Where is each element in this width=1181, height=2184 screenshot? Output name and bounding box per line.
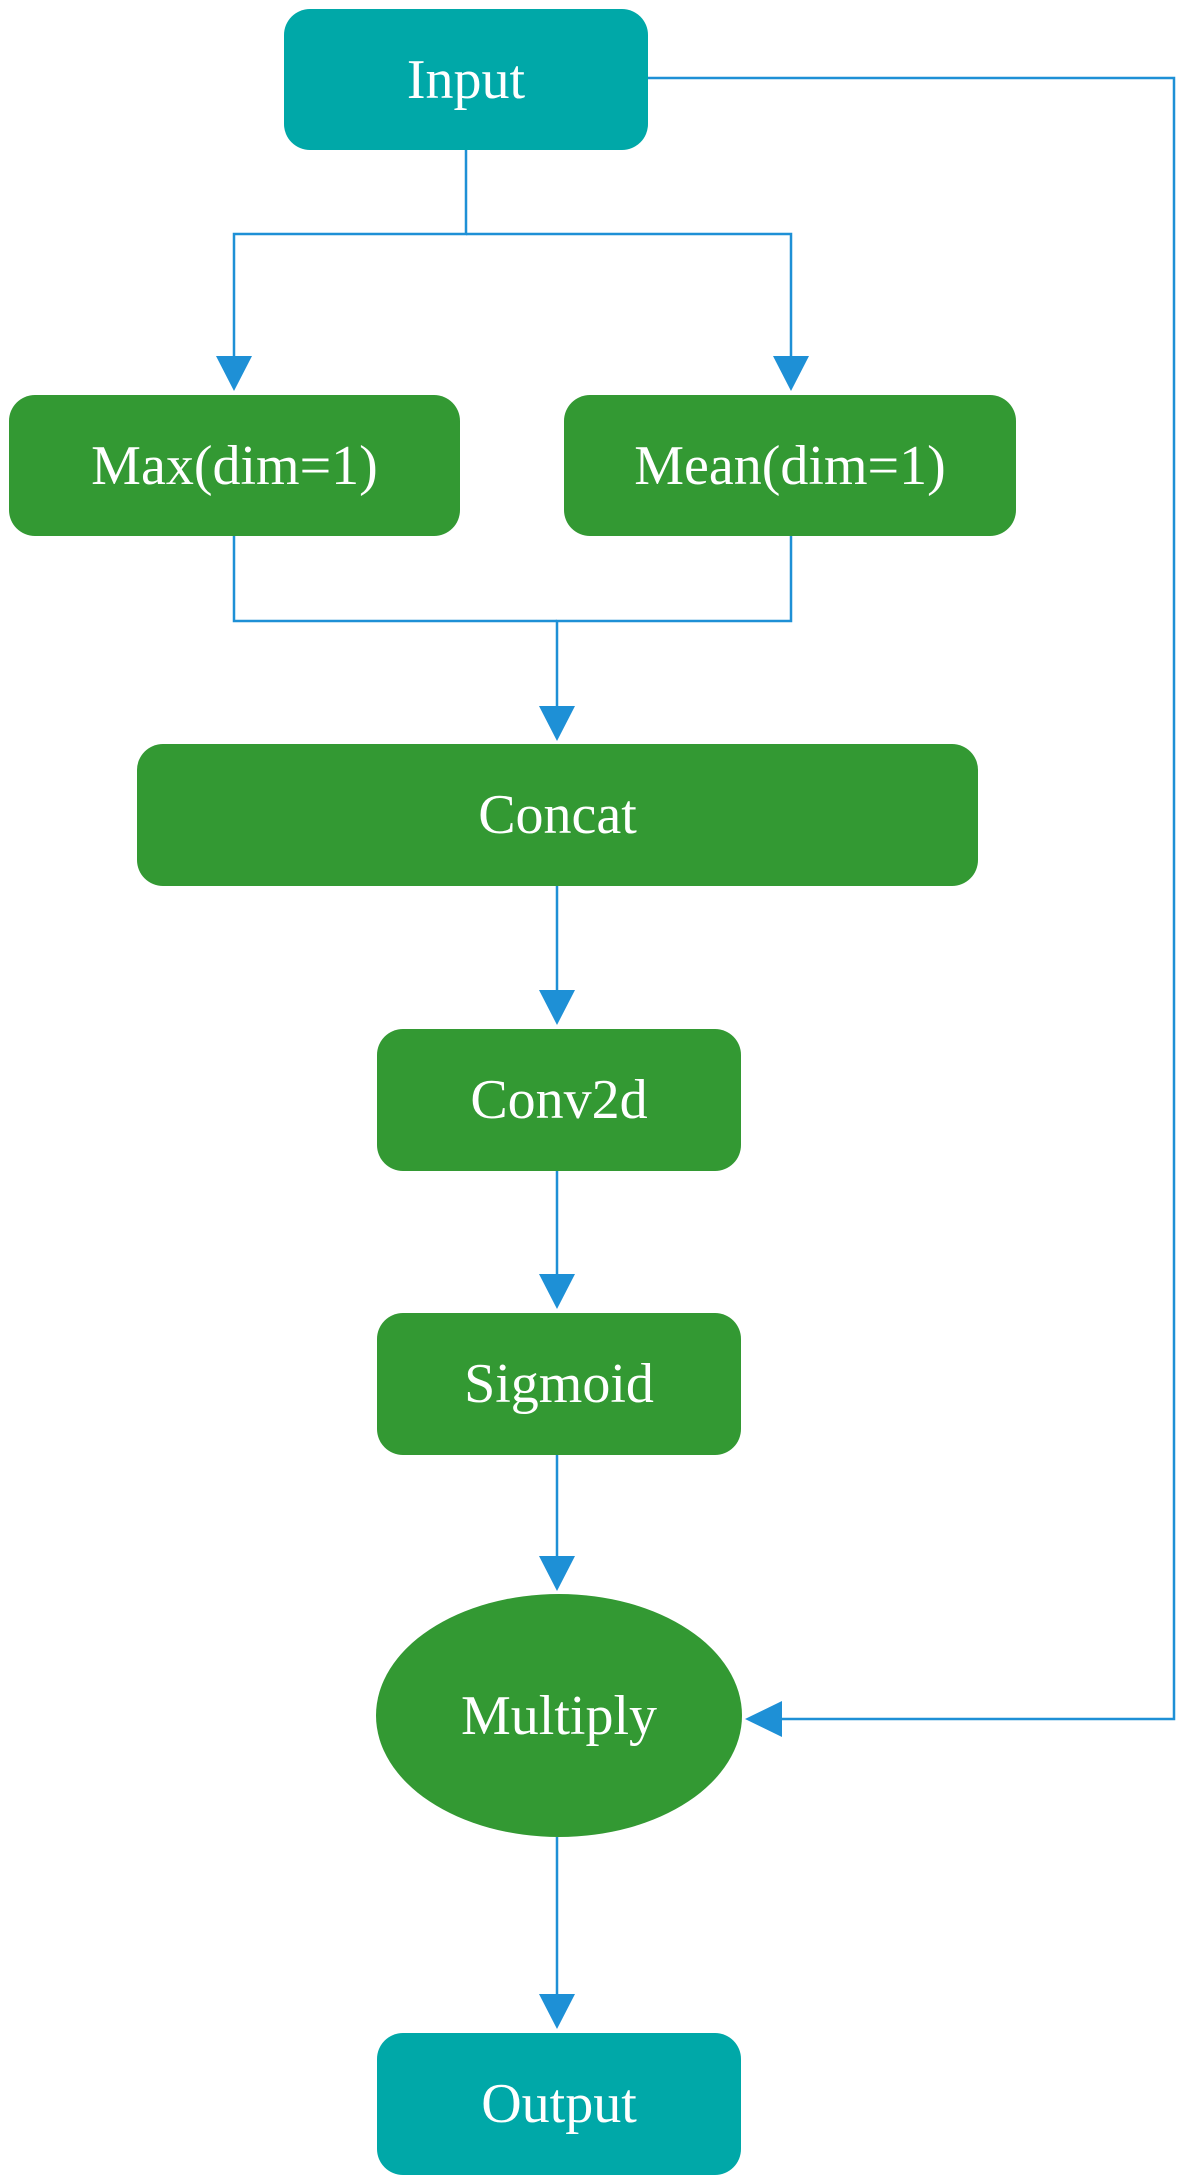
arrowhead-output <box>539 1994 575 2029</box>
arrowhead-multiply-skip <box>745 1701 782 1737</box>
conv2d-node: Conv2d <box>377 1029 741 1171</box>
multiply-node-label: Multiply <box>460 1684 658 1747</box>
sigmoid-node-label: Sigmoid <box>464 1353 654 1415</box>
arrowhead-mean <box>773 356 809 391</box>
edge-input-to-mean <box>466 232 793 360</box>
conv2d-node-label: Conv2d <box>470 1069 648 1131</box>
mean-node: Mean(dim=1) <box>564 395 1016 536</box>
arrowhead-multiply <box>539 1556 575 1591</box>
output-node-label: Output <box>481 2073 637 2135</box>
edge-max-to-concat <box>232 536 557 623</box>
concat-node-label: Concat <box>478 784 637 846</box>
edge-input-to-multiply-skip <box>648 76 1176 1721</box>
multiply-node: Multiply <box>376 1594 742 1837</box>
max-node-label: Max(dim=1) <box>91 434 378 497</box>
arrowhead-sigmoid <box>539 1274 575 1309</box>
edge-input-to-max <box>232 150 468 360</box>
edge-mean-to-concat <box>555 536 793 710</box>
arrowhead-conv2d <box>539 990 575 1025</box>
arrowhead-concat <box>539 706 575 741</box>
mean-node-label: Mean(dim=1) <box>634 434 946 497</box>
input-node: Input <box>284 9 648 150</box>
output-node: Output <box>377 2033 741 2175</box>
max-node: Max(dim=1) <box>9 395 460 536</box>
sigmoid-node: Sigmoid <box>377 1313 741 1455</box>
input-node-label: Input <box>406 48 526 111</box>
concat-node: Concat <box>137 744 978 886</box>
arrowhead-max <box>216 356 252 391</box>
